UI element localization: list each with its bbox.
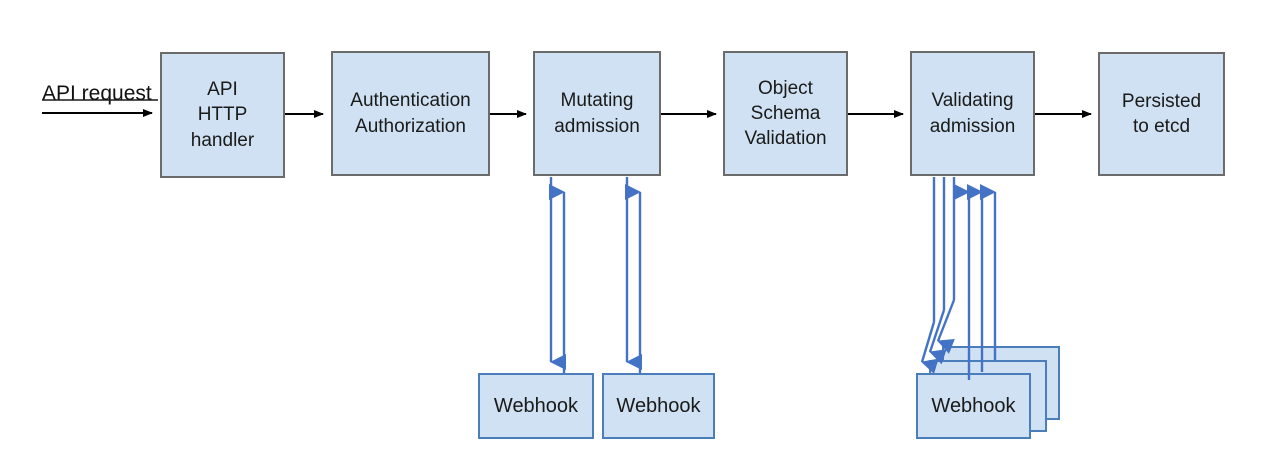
arrow-validating-to-webhook-2 (928, 177, 947, 365)
arrow-validating-to-webhook-3 (936, 177, 956, 354)
validating-webhook-1[interactable]: Webhook (916, 373, 1031, 439)
api-request-label: API request (42, 82, 152, 105)
stage-authentication-authorization[interactable]: Authentication Authorization (331, 51, 490, 176)
stage-object-schema-validation[interactable]: Object Schema Validation (723, 51, 848, 176)
stage-validating-admission[interactable]: Validating admission (910, 51, 1035, 176)
stage-api-http-handler[interactable]: API HTTP handler (160, 52, 285, 178)
mutating-webhook-1[interactable]: Webhook (478, 373, 594, 439)
arrow-validating-to-webhook-1 (920, 177, 939, 374)
mutating-webhook-2[interactable]: Webhook (602, 373, 715, 439)
stage-mutating-admission[interactable]: Mutating admission (533, 51, 661, 176)
stage-persisted-to-etcd[interactable]: Persisted to etcd (1098, 52, 1225, 176)
